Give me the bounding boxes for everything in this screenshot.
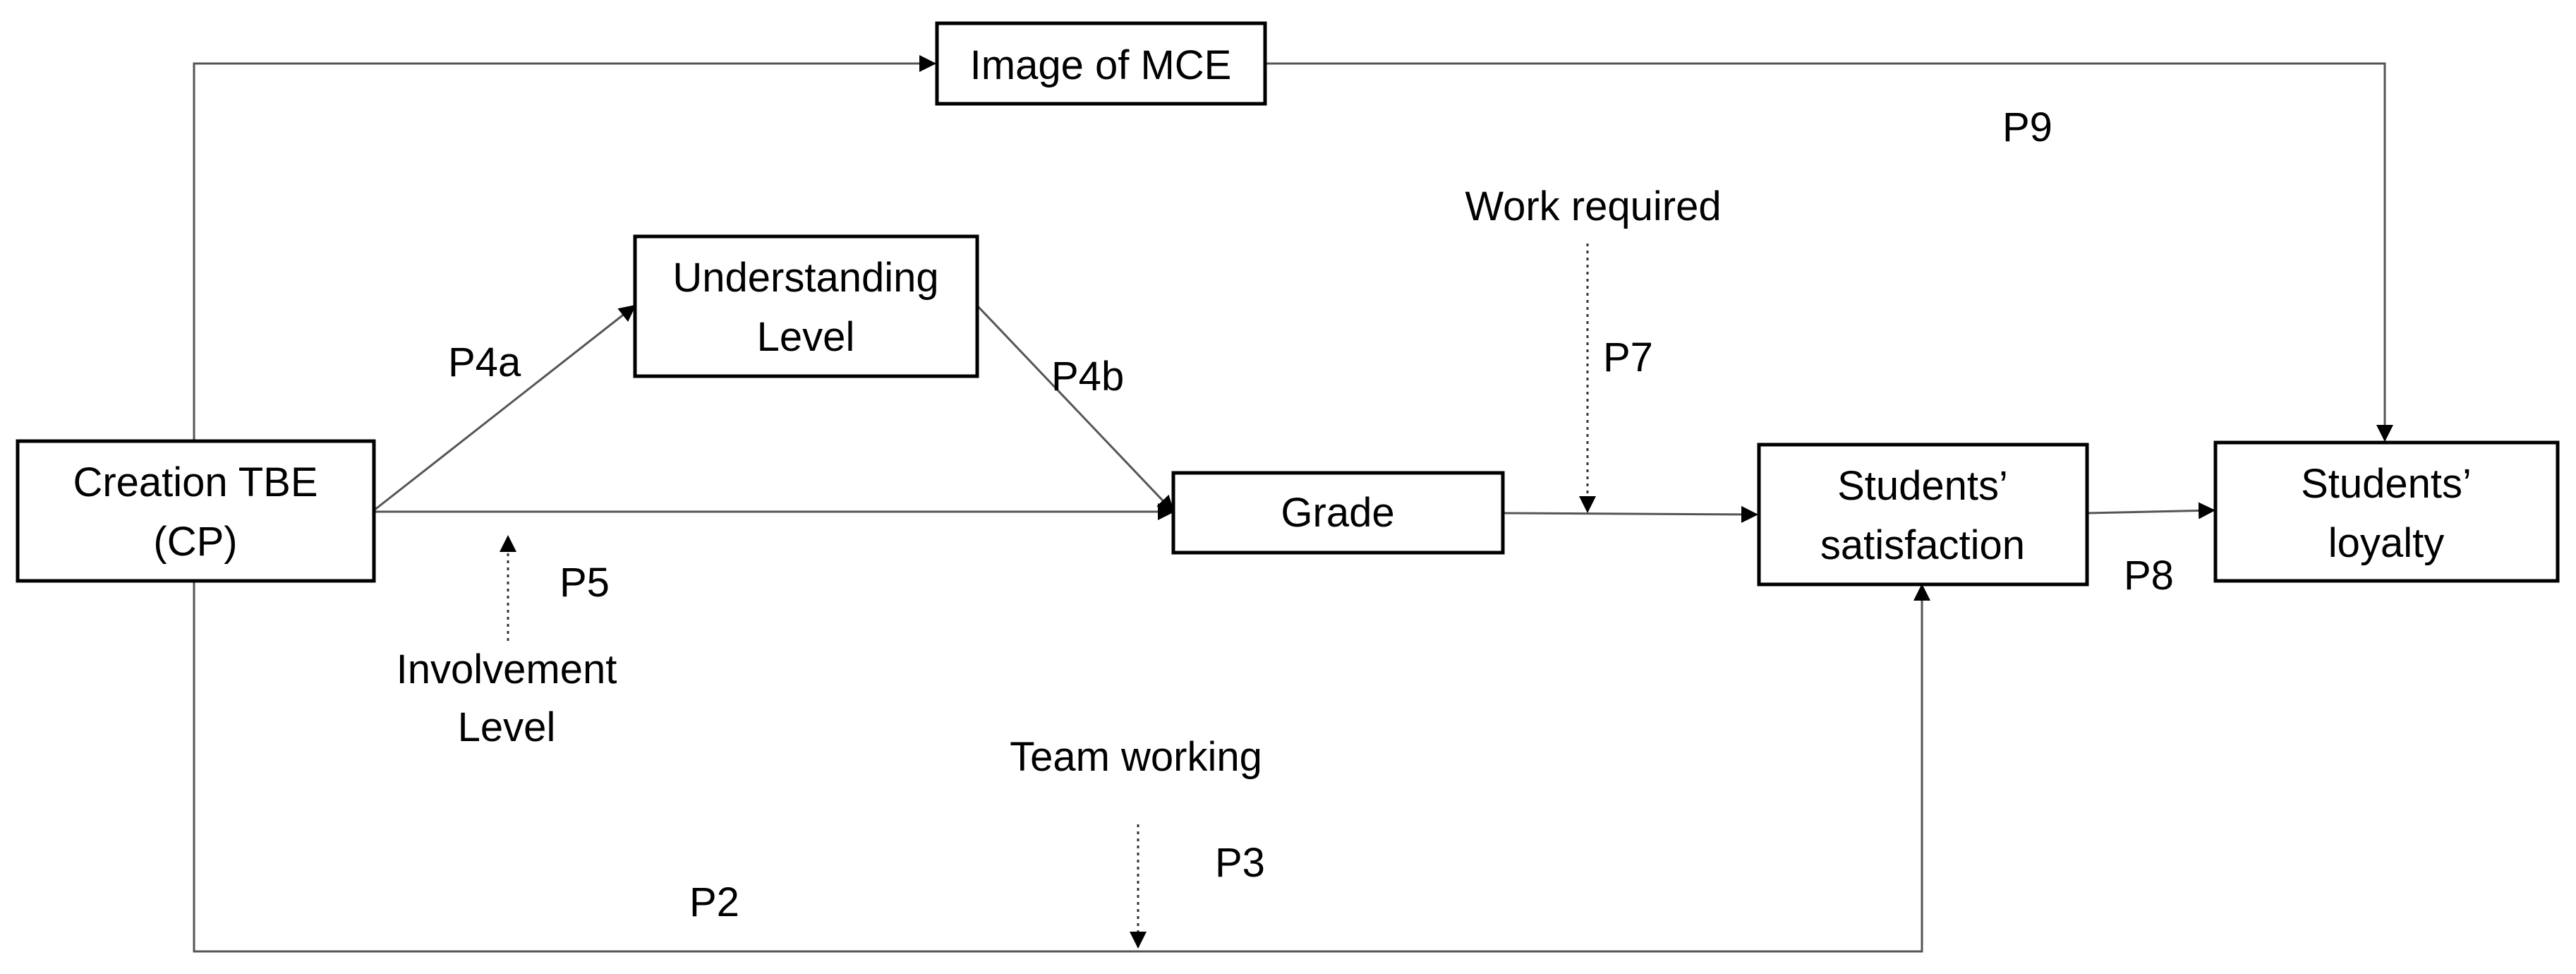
node-understanding-level: Understanding Level [633, 234, 979, 378]
node-creation-tbe-line2: (CP) [153, 519, 237, 565]
node-creation-tbe: Creation TBE (CP) [16, 439, 376, 583]
proposition-p8: P8 [2124, 553, 2174, 599]
node-students-satisfaction-line1: Students’ [1837, 463, 2008, 509]
proposition-p4b: P4b [1051, 354, 1124, 399]
node-students-loyalty-line2: loyalty [2328, 520, 2444, 566]
node-grade-label: Grade [1281, 490, 1394, 536]
proposition-p5: P5 [560, 560, 610, 606]
proposition-p2: P2 [689, 879, 739, 925]
proposition-p9: P9 [2002, 104, 2052, 150]
edge-creation-to-image [193, 55, 936, 441]
edge-creation-to-understanding [373, 304, 636, 512]
node-students-loyalty: Students’ loyalty [2213, 440, 2560, 583]
node-students-satisfaction-line2: satisfaction [1820, 522, 2025, 568]
proposition-p7: P7 [1603, 335, 1653, 380]
edge-creation-to-satisfaction [193, 582, 1930, 953]
node-understanding-level-line2: Level [757, 314, 855, 360]
node-understanding-level-line1: Understanding [672, 255, 938, 301]
node-grade: Grade [1171, 471, 1505, 555]
edge-satisfaction-to-loyalty [2086, 502, 2215, 519]
edge-image-to-loyalty [1265, 62, 2393, 442]
node-students-loyalty-line1: Students’ [2301, 461, 2472, 507]
proposition-p4a: P4a [448, 339, 521, 385]
node-creation-tbe-line1: Creation TBE [73, 459, 318, 505]
node-image-of-mce: Image of MCE [935, 21, 1267, 106]
moderator-involvement-line1: Involvement [397, 647, 617, 692]
proposition-p3: P3 [1215, 840, 1265, 886]
moderator-involvement-line2: Level [458, 704, 556, 750]
node-students-satisfaction: Students’ satisfaction [1757, 443, 2089, 587]
edge-grade-to-satisfaction [1502, 505, 1758, 523]
edge-understanding-to-grade [976, 304, 1175, 513]
moderator-work-required: Work required [1465, 184, 1721, 229]
moderator-team-working: Team working [1010, 734, 1262, 780]
node-image-of-mce-label: Image of MCE [970, 42, 1232, 88]
